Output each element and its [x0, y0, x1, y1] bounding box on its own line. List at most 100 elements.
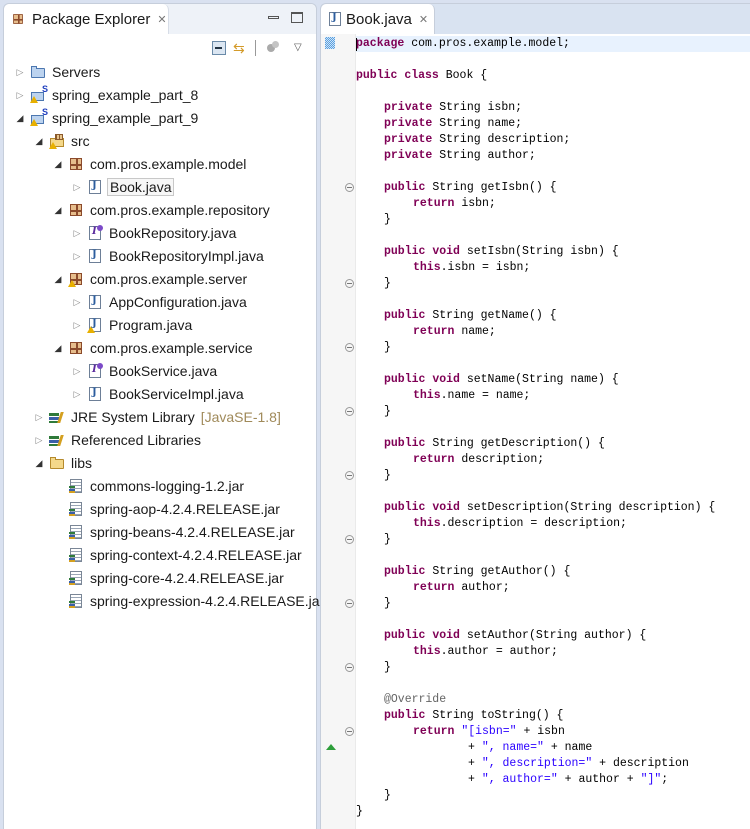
tree-item-label: com.pros.example.server	[90, 271, 248, 287]
collapse-icon[interactable]: ◢	[54, 273, 62, 284]
tree-item-package[interactable]: ◢ com.pros.example.server	[52, 268, 249, 290]
tree-item-project[interactable]: ◢ spring_example_part_9	[14, 107, 200, 129]
fold-collapse-icon[interactable]	[345, 599, 354, 608]
java-file-icon	[87, 317, 103, 333]
tree-item-label: com.pros.example.repository	[90, 202, 270, 218]
collapse-icon[interactable]: ◢	[16, 112, 24, 123]
editor-tabbar: Book.java ✕	[321, 4, 750, 34]
jar-icon	[68, 593, 84, 609]
tree-item-jar[interactable]: spring-beans-4.2.4.RELEASE.jar	[68, 521, 297, 543]
view-menu-icon[interactable]: ▽	[294, 42, 302, 53]
collapse-icon[interactable]: ◢	[35, 457, 43, 468]
close-icon[interactable]: ✕	[418, 13, 429, 26]
collapse-icon[interactable]: ◢	[35, 135, 43, 146]
code-line: return name;	[413, 325, 496, 338]
expand-icon[interactable]: ▷	[73, 365, 81, 376]
fold-collapse-icon[interactable]	[345, 279, 354, 288]
tree-item-src[interactable]: ◢ src	[33, 130, 92, 152]
code-line: public String getDescription() {	[384, 437, 605, 450]
tree-item-label: Program.java	[109, 317, 193, 333]
folder-icon	[30, 64, 46, 80]
expand-icon[interactable]: ▷	[73, 250, 81, 261]
tree-item-project[interactable]: ▷ spring_example_part_8	[14, 84, 200, 106]
fold-collapse-icon[interactable]	[345, 471, 354, 480]
collapse-all-icon[interactable]	[211, 40, 227, 56]
tree-item-jar[interactable]: spring-core-4.2.4.RELEASE.jar	[68, 567, 286, 589]
expand-icon[interactable]: ▷	[73, 319, 81, 330]
collapse-icon[interactable]: ◢	[54, 204, 62, 215]
tree-item-library[interactable]: ▷ Referenced Libraries	[33, 429, 203, 451]
code-line: + ", name=" + name	[468, 741, 593, 754]
tree-item-jar[interactable]: commons-logging-1.2.jar	[68, 475, 246, 497]
fold-collapse-icon[interactable]	[345, 183, 354, 192]
library-icon	[49, 432, 65, 448]
tree-item-java-file[interactable]: ▷ BookServiceImpl.java	[71, 383, 246, 405]
tree-item-label: spring-beans-4.2.4.RELEASE.jar	[90, 524, 295, 540]
fold-collapse-icon[interactable]	[345, 727, 354, 736]
tree-item-library[interactable]: ▷ JRE System Library [JavaSE-1.8]	[33, 406, 281, 428]
tree-item-label: BookRepositoryImpl.java	[109, 248, 264, 264]
tree-item-java-file[interactable]: ▷ Program.java	[71, 314, 194, 336]
tree-item-folder[interactable]: ◢ libs	[33, 452, 94, 474]
code-line: public void setName(String name) {	[384, 373, 619, 386]
fold-collapse-icon[interactable]	[345, 535, 354, 544]
expand-icon[interactable]: ▷	[73, 181, 81, 192]
tab-package-explorer[interactable]: Package Explorer ✕	[4, 4, 169, 34]
tree-item-label: spring-expression-4.2.4.RELEASE.ja	[90, 593, 320, 609]
warning-icon	[87, 326, 95, 333]
code-line: public String getName() {	[384, 309, 557, 322]
package-icon	[68, 340, 84, 356]
fold-collapse-icon[interactable]	[345, 343, 354, 352]
tree-item-servers[interactable]: ▷ Servers	[14, 61, 102, 83]
expand-icon[interactable]: ▷	[16, 89, 24, 100]
jar-icon	[68, 547, 84, 563]
expand-icon[interactable]: ▷	[35, 434, 43, 445]
explorer-toolbar: ⇆ ▽	[4, 37, 316, 59]
tree-item-package[interactable]: ◢ com.pros.example.repository	[52, 199, 272, 221]
spring-project-icon	[30, 107, 48, 126]
override-indicator-icon[interactable]	[326, 744, 336, 750]
code-line: private String description;	[384, 133, 571, 146]
tree-item-package[interactable]: ◢ com.pros.example.service	[52, 337, 255, 359]
close-icon[interactable]: ✕	[157, 13, 167, 26]
link-with-editor-icon[interactable]: ⇆	[233, 40, 245, 56]
tree-item-java-file[interactable]: ▷ Book.java	[71, 176, 175, 198]
code-area[interactable]: package com.pros.example.model; public c…	[356, 34, 750, 829]
tree-item-package[interactable]: ◢ com.pros.example.model	[52, 153, 248, 175]
code-line: this.description = description;	[413, 517, 627, 530]
tree-item-label: BookRepository.java	[109, 225, 237, 241]
code-line: }	[384, 213, 391, 226]
minimize-icon[interactable]	[268, 12, 280, 22]
maximize-icon[interactable]	[291, 12, 303, 23]
collapse-icon[interactable]: ◢	[54, 342, 62, 353]
tree-item-jar[interactable]: spring-expression-4.2.4.RELEASE.ja	[68, 590, 322, 612]
warning-icon	[68, 280, 76, 287]
focus-filter-icon[interactable]	[265, 40, 281, 56]
tree-item-java-file[interactable]: ▷ AppConfiguration.java	[71, 291, 249, 313]
annotation-ruler[interactable]	[321, 34, 356, 829]
current-line-marker-icon	[325, 37, 335, 49]
code-line: }	[384, 341, 391, 354]
code-line: return description;	[413, 453, 545, 466]
expand-icon[interactable]: ▷	[73, 227, 81, 238]
code-line: private String isbn;	[384, 101, 523, 114]
tree-item-java-file[interactable]: ▷ BookRepositoryImpl.java	[71, 245, 266, 267]
tab-book-java[interactable]: Book.java ✕	[321, 4, 435, 34]
expand-icon[interactable]: ▷	[73, 296, 81, 307]
code-line: public void setDescription(String descri…	[384, 501, 716, 514]
tree-item-java-file[interactable]: ▷ BookService.java	[71, 360, 219, 382]
code-line: this.name = name;	[413, 389, 531, 402]
fold-collapse-icon[interactable]	[345, 663, 354, 672]
expand-icon[interactable]: ▷	[16, 66, 24, 77]
tree-item-jar[interactable]: spring-context-4.2.4.RELEASE.jar	[68, 544, 304, 566]
code-line: public void setIsbn(String isbn) {	[384, 245, 619, 258]
tree-item-java-file[interactable]: ▷ BookRepository.java	[71, 222, 238, 244]
fold-collapse-icon[interactable]	[345, 407, 354, 416]
code-line: private String name;	[384, 117, 523, 130]
collapse-icon[interactable]: ◢	[54, 158, 62, 169]
tree-item-label: Book.java	[107, 178, 175, 196]
code-line: public class Book {	[356, 69, 488, 82]
expand-icon[interactable]: ▷	[35, 411, 43, 422]
expand-icon[interactable]: ▷	[73, 388, 81, 399]
tree-item-jar[interactable]: spring-aop-4.2.4.RELEASE.jar	[68, 498, 282, 520]
